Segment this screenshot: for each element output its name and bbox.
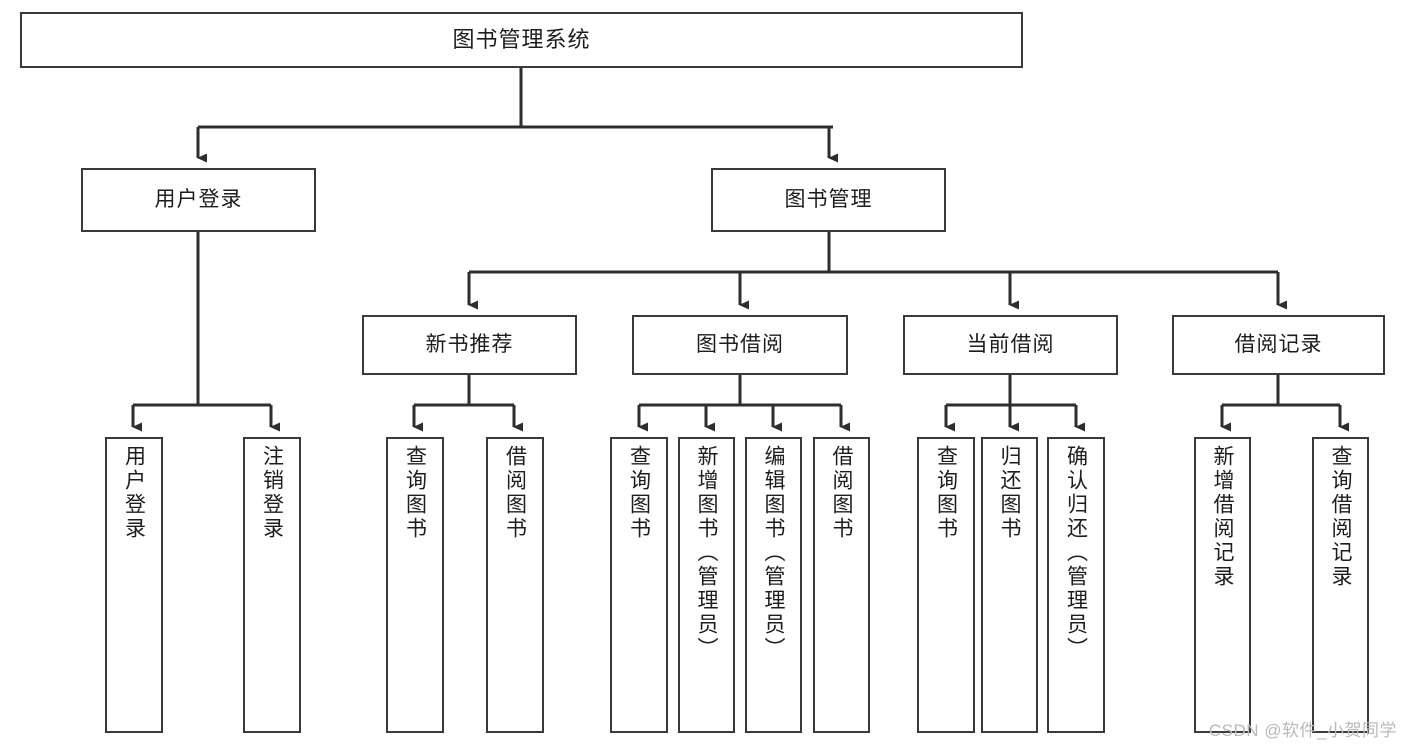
node-current-borrow[interactable]: 当前借阅 [903,315,1118,375]
node-label: 图书借阅 [696,333,784,357]
leaf-borrow-query-book[interactable]: 查询图书 [610,437,668,733]
node-book-management[interactable]: 图书管理 [711,168,946,232]
node-root-system[interactable]: 图书管理系统 [20,12,1023,68]
node-new-book-recommend[interactable]: 新书推荐 [362,315,577,375]
node-label: 确认归还（管理员） [1064,445,1088,661]
node-label: 编辑图书（管理员） [762,445,786,661]
node-label: 当前借阅 [966,333,1055,357]
node-user-login[interactable]: 用户登录 [81,168,316,232]
node-label: 新增借阅记录 [1211,445,1235,589]
node-label: 图书管理 [784,188,873,212]
node-label: 查询图书 [403,445,427,541]
node-label: 用户登录 [122,445,146,541]
leaf-records-query-record[interactable]: 查询借阅记录 [1312,437,1369,733]
leaf-borrow-add-book[interactable]: 新增图书（管理员） [678,437,735,733]
node-label: 用户登录 [154,188,243,212]
node-label: 借阅图书 [830,445,854,541]
node-label: 查询借阅记录 [1329,445,1353,589]
leaf-user-login-login[interactable]: 用户登录 [105,437,163,733]
node-label: 归还图书 [998,445,1022,541]
node-label: 查询图书 [934,445,958,541]
node-borrow-records[interactable]: 借阅记录 [1172,315,1385,375]
node-label: 注销登录 [260,445,284,541]
leaf-recommend-query-book[interactable]: 查询图书 [386,437,444,733]
node-label: 借阅图书 [503,445,527,541]
node-label: 新书推荐 [425,333,514,357]
leaf-recommend-borrow-book[interactable]: 借阅图书 [486,437,544,733]
node-book-borrow[interactable]: 图书借阅 [632,315,848,375]
leaf-user-login-logout[interactable]: 注销登录 [243,437,301,733]
csdn-watermark: CSDN @软件_小贺同学 [1208,721,1397,740]
leaf-current-confirm-return[interactable]: 确认归还（管理员） [1047,437,1105,733]
leaf-current-return-book[interactable]: 归还图书 [981,437,1038,733]
node-label: 新增图书（管理员） [695,445,719,661]
leaf-borrow-edit-book[interactable]: 编辑图书（管理员） [745,437,802,733]
node-label: 图书管理系统 [452,26,591,52]
node-label: 查询图书 [627,445,651,541]
node-label: 借阅记录 [1234,333,1323,357]
leaf-current-query-book[interactable]: 查询图书 [917,437,975,733]
leaf-borrow-borrow-book[interactable]: 借阅图书 [813,437,870,733]
leaf-records-add-record[interactable]: 新增借阅记录 [1194,437,1251,733]
